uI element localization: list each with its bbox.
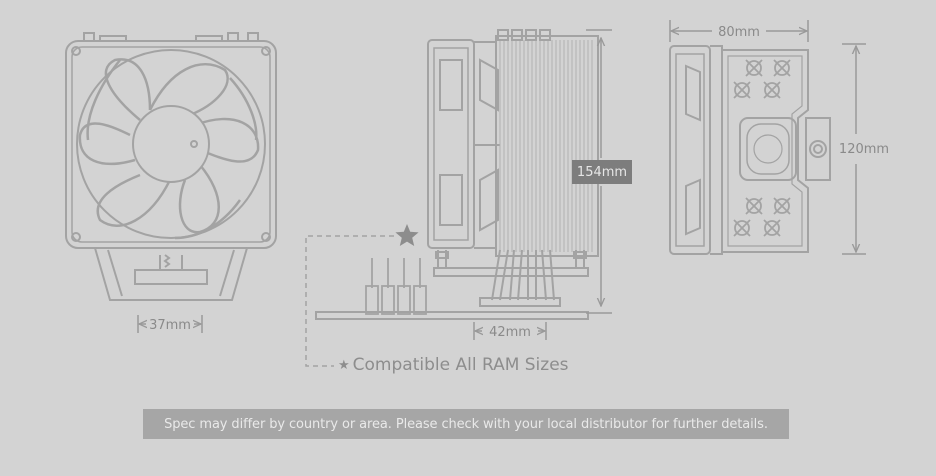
dimension-line-base-width xyxy=(473,322,547,340)
ram-leader-line xyxy=(305,235,394,367)
star-icon xyxy=(395,224,419,246)
height-label: 154mm xyxy=(572,160,632,184)
dimension-line-depth xyxy=(842,43,866,255)
fan-depth-label: 37mm xyxy=(149,318,191,333)
width-label: 80mm xyxy=(718,25,760,40)
base-width-label: 42mm xyxy=(489,325,531,340)
depth-label: 120mm xyxy=(839,142,889,157)
dimension-line-height xyxy=(586,29,612,314)
dimension-line-width xyxy=(669,20,809,42)
ram-compatibility-text: Compatible All RAM Sizes xyxy=(352,355,569,375)
ram-compatibility-note: ★ Compatible All RAM Sizes xyxy=(338,355,569,375)
disclaimer-banner: Spec may differ by country or area. Plea… xyxy=(143,409,789,439)
top-view-drawing xyxy=(669,45,831,255)
front-view-drawing xyxy=(65,32,277,301)
side-view-drawing xyxy=(315,29,599,320)
dimension-line-fan-depth xyxy=(137,315,203,333)
star-bullet-icon: ★ xyxy=(338,357,350,373)
